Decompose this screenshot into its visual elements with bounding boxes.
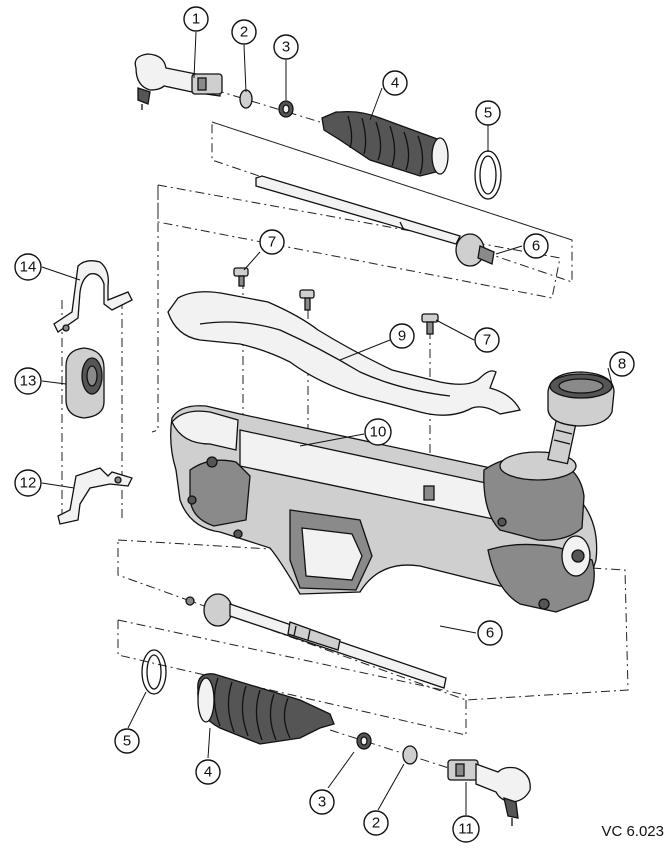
callout-3-lower: 3 — [309, 789, 335, 815]
svg-text:3: 3 — [318, 794, 326, 811]
leader-lines — [41, 31, 613, 815]
svg-text:6: 6 — [532, 238, 540, 255]
figure-reference-code: VC 6.023 — [601, 823, 664, 840]
upper-lock-washer — [239, 89, 253, 109]
lower-boot-frame — [117, 619, 467, 736]
callout-10: 10 — [364, 418, 392, 446]
upper-small-parts-axis — [214, 89, 321, 123]
svg-text:3: 3 — [282, 39, 290, 56]
lower-boot-clip — [141, 649, 167, 695]
callout-7-left: 7 — [259, 229, 285, 255]
mounting-bracket-plate — [167, 291, 521, 416]
svg-text:2: 2 — [240, 24, 248, 41]
callout-13: 13 — [14, 367, 42, 395]
svg-text:8: 8 — [618, 356, 626, 373]
callout-4-lower: 4 — [195, 759, 221, 785]
bracket-bolt-center — [299, 289, 315, 311]
svg-text:5: 5 — [123, 733, 131, 750]
callout-11: 11 — [452, 815, 480, 843]
upper-inner-tie-rod — [255, 175, 495, 267]
callout-1: 1 — [183, 6, 209, 32]
svg-text:5: 5 — [484, 105, 492, 122]
svg-text:14: 14 — [20, 259, 37, 276]
callout-8: 8 — [609, 351, 635, 377]
rack-housing-frame — [151, 185, 159, 433]
svg-text:4: 4 — [391, 75, 399, 92]
upper-boot-frame — [211, 121, 573, 283]
callout-5-lower: 5 — [114, 728, 140, 754]
svg-text:6: 6 — [486, 625, 494, 642]
svg-text:7: 7 — [268, 234, 276, 251]
lower-small-parts-axis — [329, 729, 456, 771]
svg-text:4: 4 — [204, 764, 212, 781]
rubber-mounting-bush — [65, 347, 105, 419]
svg-text:1: 1 — [192, 11, 200, 28]
upper-tie-rod-frame — [157, 184, 561, 299]
bracket-bolt-left — [233, 267, 249, 287]
steering-gear-housing — [170, 405, 598, 613]
callout-2-upper: 2 — [231, 19, 257, 45]
lower-tie-rod-end — [447, 759, 531, 826]
lower-inner-tie-rod — [185, 593, 447, 689]
callout-9: 9 — [389, 323, 415, 349]
upper-bellows-boot — [321, 110, 449, 177]
lower-mounting-clamp — [57, 467, 133, 525]
svg-text:11: 11 — [458, 821, 474, 838]
callout-3-upper: 3 — [273, 34, 299, 60]
svg-text:7: 7 — [483, 332, 491, 349]
svg-text:12: 12 — [20, 475, 37, 492]
callout-6-lower: 6 — [477, 620, 503, 646]
callout-4-upper: 4 — [382, 70, 408, 96]
svg-text:10: 10 — [370, 424, 387, 441]
callout-12: 12 — [14, 469, 42, 497]
pinion-dust-seal — [547, 371, 615, 427]
callout-2-lower: 2 — [363, 810, 389, 836]
upper-mounting-clamp — [53, 260, 133, 333]
callout-7-right: 7 — [474, 327, 500, 353]
callout-5-upper: 5 — [475, 100, 501, 126]
upper-tie-rod-end — [134, 53, 223, 110]
callout-6-upper: 6 — [523, 233, 549, 259]
svg-text:2: 2 — [372, 815, 380, 832]
bracket-bolt-right — [421, 313, 439, 335]
svg-text:13: 13 — [20, 373, 37, 390]
upper-boot-clip — [474, 150, 502, 200]
lower-bellows-boot — [197, 673, 335, 745]
callout-14: 14 — [14, 253, 42, 281]
lower-lock-washer — [402, 745, 418, 765]
svg-text:9: 9 — [398, 328, 406, 345]
